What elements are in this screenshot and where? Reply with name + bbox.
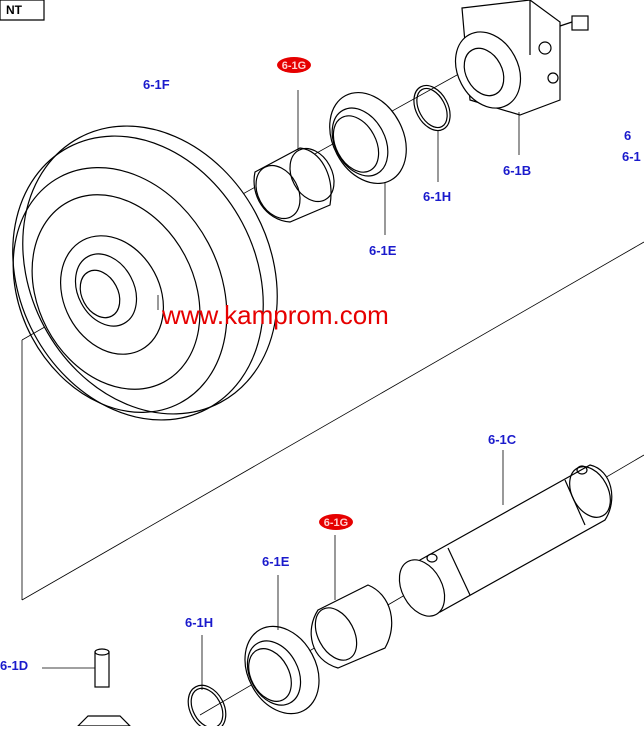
collar-bottom-label: 6-1G [324, 517, 348, 529]
oring-bottom-label: 6-1H [185, 615, 213, 630]
watermark: www.kamprom.com [161, 300, 389, 330]
shaft [398, 450, 613, 617]
pin [42, 648, 132, 727]
highlight-badge-top: 6-1G [277, 57, 311, 73]
ring-top-label: 6-1E [369, 243, 397, 258]
collar-top [253, 90, 335, 223]
ring-top [329, 91, 407, 235]
pin-label: 6-1D [0, 658, 28, 673]
edge-bottom-label: 6-1 [622, 149, 641, 164]
bracket-block [454, 0, 561, 155]
oring-bottom [187, 635, 227, 731]
bracket-label: 6-1B [503, 163, 531, 178]
ring-bottom [244, 575, 320, 715]
idler-label: 6-1F [143, 77, 170, 92]
collar-bottom [310, 535, 393, 669]
corner-tag-text: NT [6, 3, 23, 17]
collar-top-label: 6-1G [282, 60, 306, 72]
oring-top [413, 84, 451, 182]
shaft-label: 6-1C [488, 432, 517, 447]
oring-top-label: 6-1H [423, 189, 451, 204]
ring-bottom-label: 6-1E [262, 554, 290, 569]
edge-top-label: 6 [624, 128, 631, 143]
idler-wheel [12, 125, 278, 421]
highlight-badge-bottom: 6-1G [319, 514, 353, 530]
part-labels: 6-1F 6-1E 6-1H 6-1B 6 6-1 6-1C 6-1E 6-1H… [0, 77, 641, 673]
bolt [559, 15, 589, 31]
corner-tag: NT [0, 0, 45, 21]
